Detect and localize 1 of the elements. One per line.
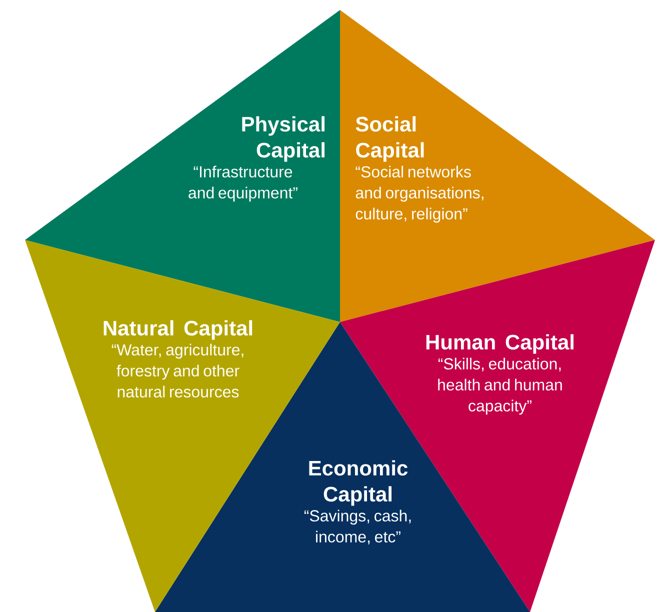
pentagon-segment: Social Capital “Social networks and organisations, culture, religion” <box>340 10 655 322</box>
